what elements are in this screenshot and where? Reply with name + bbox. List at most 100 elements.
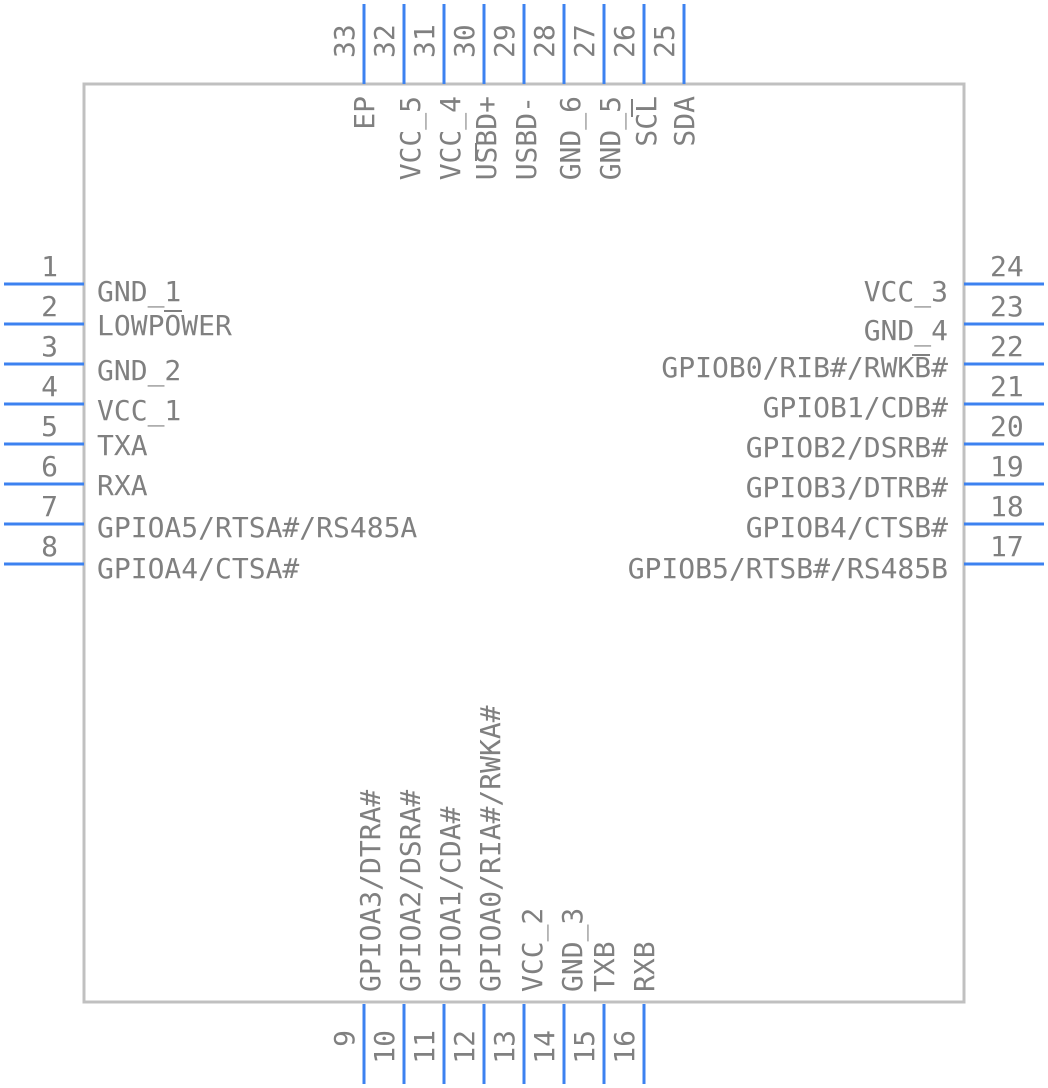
pin-name: RXA [97,469,148,502]
left-pin-5: 5 TXA [4,410,148,462]
top-pin-30: 30 USBD+ [448,4,503,180]
pin-number: 27 [568,24,601,58]
pin-number: 28 [528,24,561,58]
pin-number: 11 [408,1030,441,1064]
pin-name: LOWPOWER [97,309,232,342]
pin-name: USBD- [510,96,543,180]
bottom-pin-11: 11 GPIOA2/DSRA# [394,790,446,1084]
pin-number: 14 [528,1030,561,1064]
pin-name: VCC_3 [864,275,948,309]
top-pin-32: 32 VCC_5 [368,4,428,180]
pin-name: GND_5 [594,96,628,180]
pin-number: 15 [568,1030,601,1064]
pin-number: 6 [41,450,58,483]
pin-number: 30 [448,24,481,58]
pin-number: 12 [448,1030,481,1064]
pin-name: GND_4 [864,314,948,348]
pin-name: GND_6 [554,96,588,180]
pin-number: 25 [648,24,681,58]
pin-number: 10 [368,1030,401,1064]
pin-number: 8 [41,530,58,563]
pin-number: 32 [368,24,401,58]
pin-name: EP [348,96,381,130]
pin-name: VCC_1 [97,394,181,428]
pin-number: 31 [408,24,441,58]
pin-name: USBD+ [470,96,503,180]
pin-name: GPIOB3/DTRB# [746,471,948,504]
pin-name: TXB [588,941,621,992]
pin-number: 16 [608,1030,641,1064]
pin-name: SDA [668,96,701,147]
pin-number: 1 [41,250,58,283]
bottom-pin-16: 16 TXB [588,941,646,1084]
left-pin-7: 7 GPIOA5/RTSA#/RS485A [4,490,417,544]
pin-number: 18 [990,490,1024,523]
pin-name: GPIOB5/RTSB#/RS485B [628,552,948,585]
pin-name: GND_1 [97,275,181,309]
pin-number: 24 [990,250,1024,283]
pin-number: 21 [990,370,1024,403]
pin-number: 2 [41,290,58,323]
pin-name: VCC_2 [516,908,550,992]
pin-number: 19 [990,450,1024,483]
pin-number: 17 [990,530,1024,563]
pin-number: 22 [990,330,1024,363]
pin-name: GPIOA0/RIA#/RWKA# [474,705,507,992]
bottom-pin-12: 12 GPIOA1/CDA# [434,806,486,1084]
pin-name: GPIOA2/DSRA# [394,790,427,992]
pin-name: TXA [97,429,148,462]
pin-name: GPIOB0/RIB#/RWKB# [661,351,948,384]
pin-name: VCC_4 [434,96,468,180]
right-pin-21: 21 GPIOB1/CDB# [763,370,1044,424]
bottom-pin-15: 15 GND_3 [556,908,606,1084]
pin-name: GPIOA4/CTSA# [97,552,299,585]
pin-name: GPIOB4/CTSB# [746,511,948,544]
bottom-pin-13: 13 GPIOA0/RIA#/RWKA# [474,705,526,1084]
top-pin-31: 31 VCC_4 [408,4,468,180]
pin-name: GPIOA3/DTRA# [354,790,387,992]
pin-number: 20 [990,410,1024,443]
pin-name: SCL [630,96,663,147]
top-pin-29: 29 USBD- [488,4,543,180]
bottom-pin-10: 10 GPIOA3/DTRA# [354,790,406,1084]
pin-name: GND_2 [97,354,181,388]
right-pin-20: 20 GPIOB2/DSRB# [746,410,1044,464]
right-pin-19: 19 GPIOB3/DTRB# [746,450,1044,504]
right-pin-17: 17 GPIOB5/RTSB#/RS485B [628,530,1044,585]
pin-name: VCC_5 [394,96,428,180]
right-pin-24: 24 VCC_3 [864,250,1044,309]
pin-name: RXB [628,941,661,992]
pin-number: 5 [41,410,58,443]
pin-name: GPIOB2/DSRB# [746,431,948,464]
pin-number: 4 [41,370,58,403]
left-pin-8: 8 GPIOA4/CTSA# [4,530,299,585]
pin-number: 13 [488,1030,521,1064]
left-pin-4: 4 VCC_1 [4,370,181,428]
bottom-pin-14: 14 VCC_2 [516,908,566,1084]
left-pin-2: 2 LOWPOWER [4,290,232,342]
pin-name: GND_3 [556,908,590,992]
top-pin-26: 26 SCL [608,4,663,147]
pin-number: 3 [41,330,58,363]
pin-number: 33 [328,24,361,58]
left-pin-1: 1 GND_1 [4,250,181,309]
right-pin-22: 22 GPIOB0/RIB#/RWKB# [661,330,1044,384]
bottom-pin-rxb: RXB [628,941,661,992]
top-pin-27: 27 GND_5 [568,4,628,180]
left-pin-3: 3 GND_2 [4,330,181,388]
top-pin-25: 25 SDA [648,4,701,147]
pin-name: GPIOB1/CDB# [763,391,949,424]
right-pin-23: 23 GND_4 [864,290,1044,348]
left-pin-6: 6 RXA [4,450,148,502]
pin-number: 26 [608,24,641,58]
top-pin-28: 28 GND_6 [528,4,588,180]
pin-name: GPIOA1/CDA# [434,806,467,992]
bottom-pin-9: 9 [328,1004,366,1084]
pin-number: 23 [990,290,1024,323]
top-pin-33: 33 EP [328,4,381,130]
right-pin-18: 18 GPIOB4/CTSB# [746,490,1044,544]
pin-number: 29 [488,24,521,58]
pin-number: 7 [41,490,58,523]
pin-number: 9 [328,1030,361,1047]
